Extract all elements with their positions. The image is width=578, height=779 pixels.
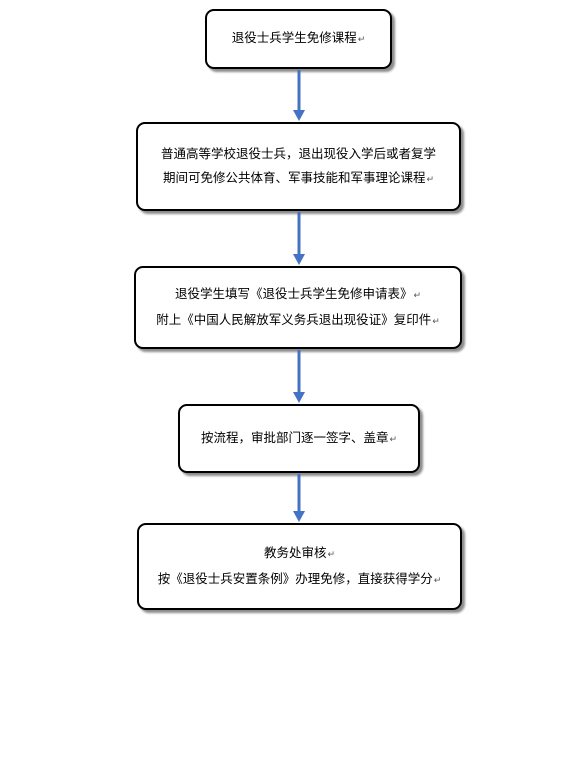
step-box-apply-exemption: 退役士兵学生免修课程↵ <box>205 9 392 69</box>
arrow-3-to-4 <box>293 350 305 403</box>
paragraph-mark-icon: ↵ <box>389 434 398 445</box>
step-box-eligibility: 普通高等学校退役士兵，退出现役入学后或者复学 期间可免修公共体育、军事技能和军事… <box>136 122 461 211</box>
step-5-line-1: 教务处审核↵ <box>263 544 336 560</box>
paragraph-mark-icon: ↵ <box>357 35 366 45</box>
step-1-line-1: 退役士兵学生免修课程↵ <box>231 30 366 45</box>
step-4-line-1: 按流程，审批部门逐一签字、盖章↵ <box>200 429 398 445</box>
step-box-academic-review: 教务处审核↵ 按《退役士兵安置条例》办理免修，直接获得学分↵ <box>137 523 462 610</box>
paragraph-mark-icon: ↵ <box>426 174 435 185</box>
paragraph-mark-icon: ↵ <box>432 316 440 327</box>
step-2-line-1: 普通高等学校退役士兵，退出现役入学后或者复学 <box>160 145 436 161</box>
arrow-2-to-3 <box>293 212 305 265</box>
paragraph-mark-icon: ↵ <box>327 549 336 560</box>
arrow-4-to-5 <box>293 474 305 522</box>
step-2-line-2: 期间可免修公共体育、军事技能和军事理论课程↵ <box>162 169 435 185</box>
step-3-line-1: 退役学生填写《退役士兵学生免修申请表》↵ <box>174 285 422 301</box>
step-3-line-2: 附上《中国人民解放军义务兵退出现役证》复印件↵ <box>156 311 440 327</box>
paragraph-mark-icon: ↵ <box>433 575 442 586</box>
arrow-1-to-2 <box>293 70 305 121</box>
step-box-fill-application: 退役学生填写《退役士兵学生免修申请表》↵ 附上《中国人民解放军义务兵退出现役证》… <box>134 266 462 349</box>
paragraph-mark-icon: ↵ <box>413 290 422 301</box>
step-box-approval-signatures: 按流程，审批部门逐一签字、盖章↵ <box>178 404 420 473</box>
step-5-line-2: 按《退役士兵安置条例》办理免修，直接获得学分↵ <box>157 570 442 586</box>
